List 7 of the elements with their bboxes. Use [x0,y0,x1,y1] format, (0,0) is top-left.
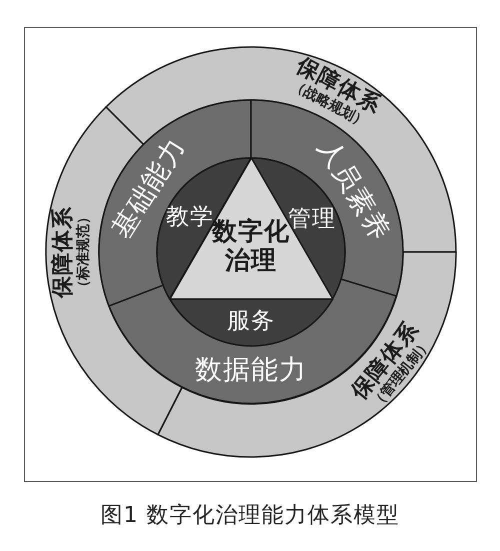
segment-label: 数字化治理 [212,217,290,275]
caption: 图1 数字化治理能力体系模型 [100,502,400,530]
segment-label: 保障体系 [50,206,76,298]
segment-label: 服务 [226,308,275,334]
segment-label: 数据能力 [194,354,307,386]
segment-label: 管理 [288,206,336,232]
segment-sublabel: （标准规范） [76,210,92,294]
